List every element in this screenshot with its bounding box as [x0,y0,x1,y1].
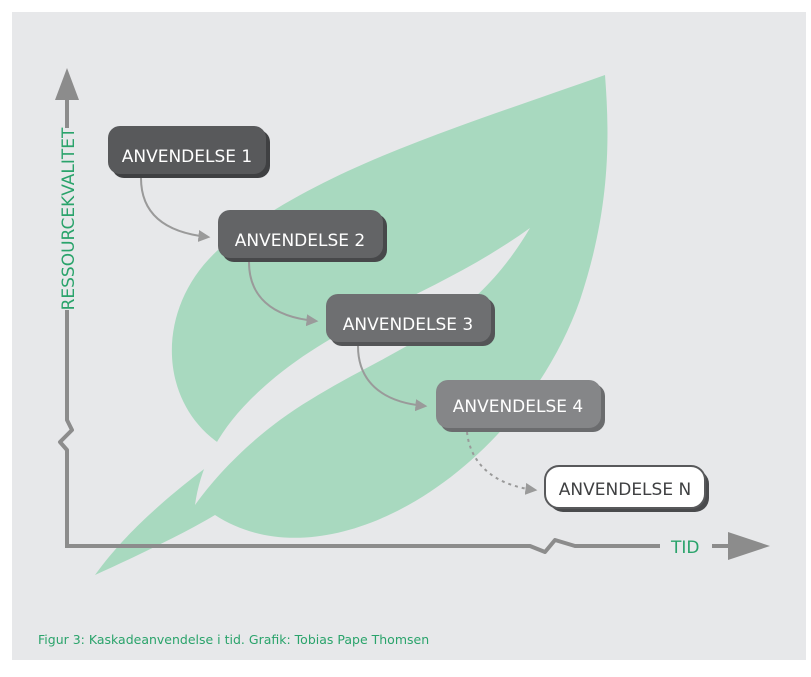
x-axis-label: TID [670,538,700,558]
y-label-bg [56,128,78,310]
box-n-label: ANVENDELSE N [559,480,691,500]
box-2-label: ANVENDELSE 2 [235,231,366,251]
box-4-label: ANVENDELSE 4 [453,397,584,417]
box-anvendelse-2: ANVENDELSE 2 [218,210,387,262]
y-axis-arrowhead [55,68,79,100]
x-axis [65,532,770,560]
arrow-1-2 [140,177,211,242]
arrow-4-n [466,431,538,495]
x-axis-arrowhead [728,532,770,560]
box-3-label: ANVENDELSE 3 [343,315,474,335]
y-axis [55,68,79,545]
box-1-label: ANVENDELSE 1 [122,147,253,167]
figure-caption: Figur 3: Kaskadeanvendelse i tid. Grafik… [38,632,430,647]
box-anvendelse-4: ANVENDELSE 4 [436,380,605,432]
box-anvendelse-1: ANVENDELSE 1 [108,126,270,178]
box-anvendelse-3: ANVENDELSE 3 [326,294,495,346]
box-anvendelse-n: ANVENDELSE N [544,465,709,512]
y-axis-label: RESSOURCEKVALITET [59,127,79,310]
arrow-2-3 [248,261,319,327]
arrow-3-4 [357,345,428,412]
